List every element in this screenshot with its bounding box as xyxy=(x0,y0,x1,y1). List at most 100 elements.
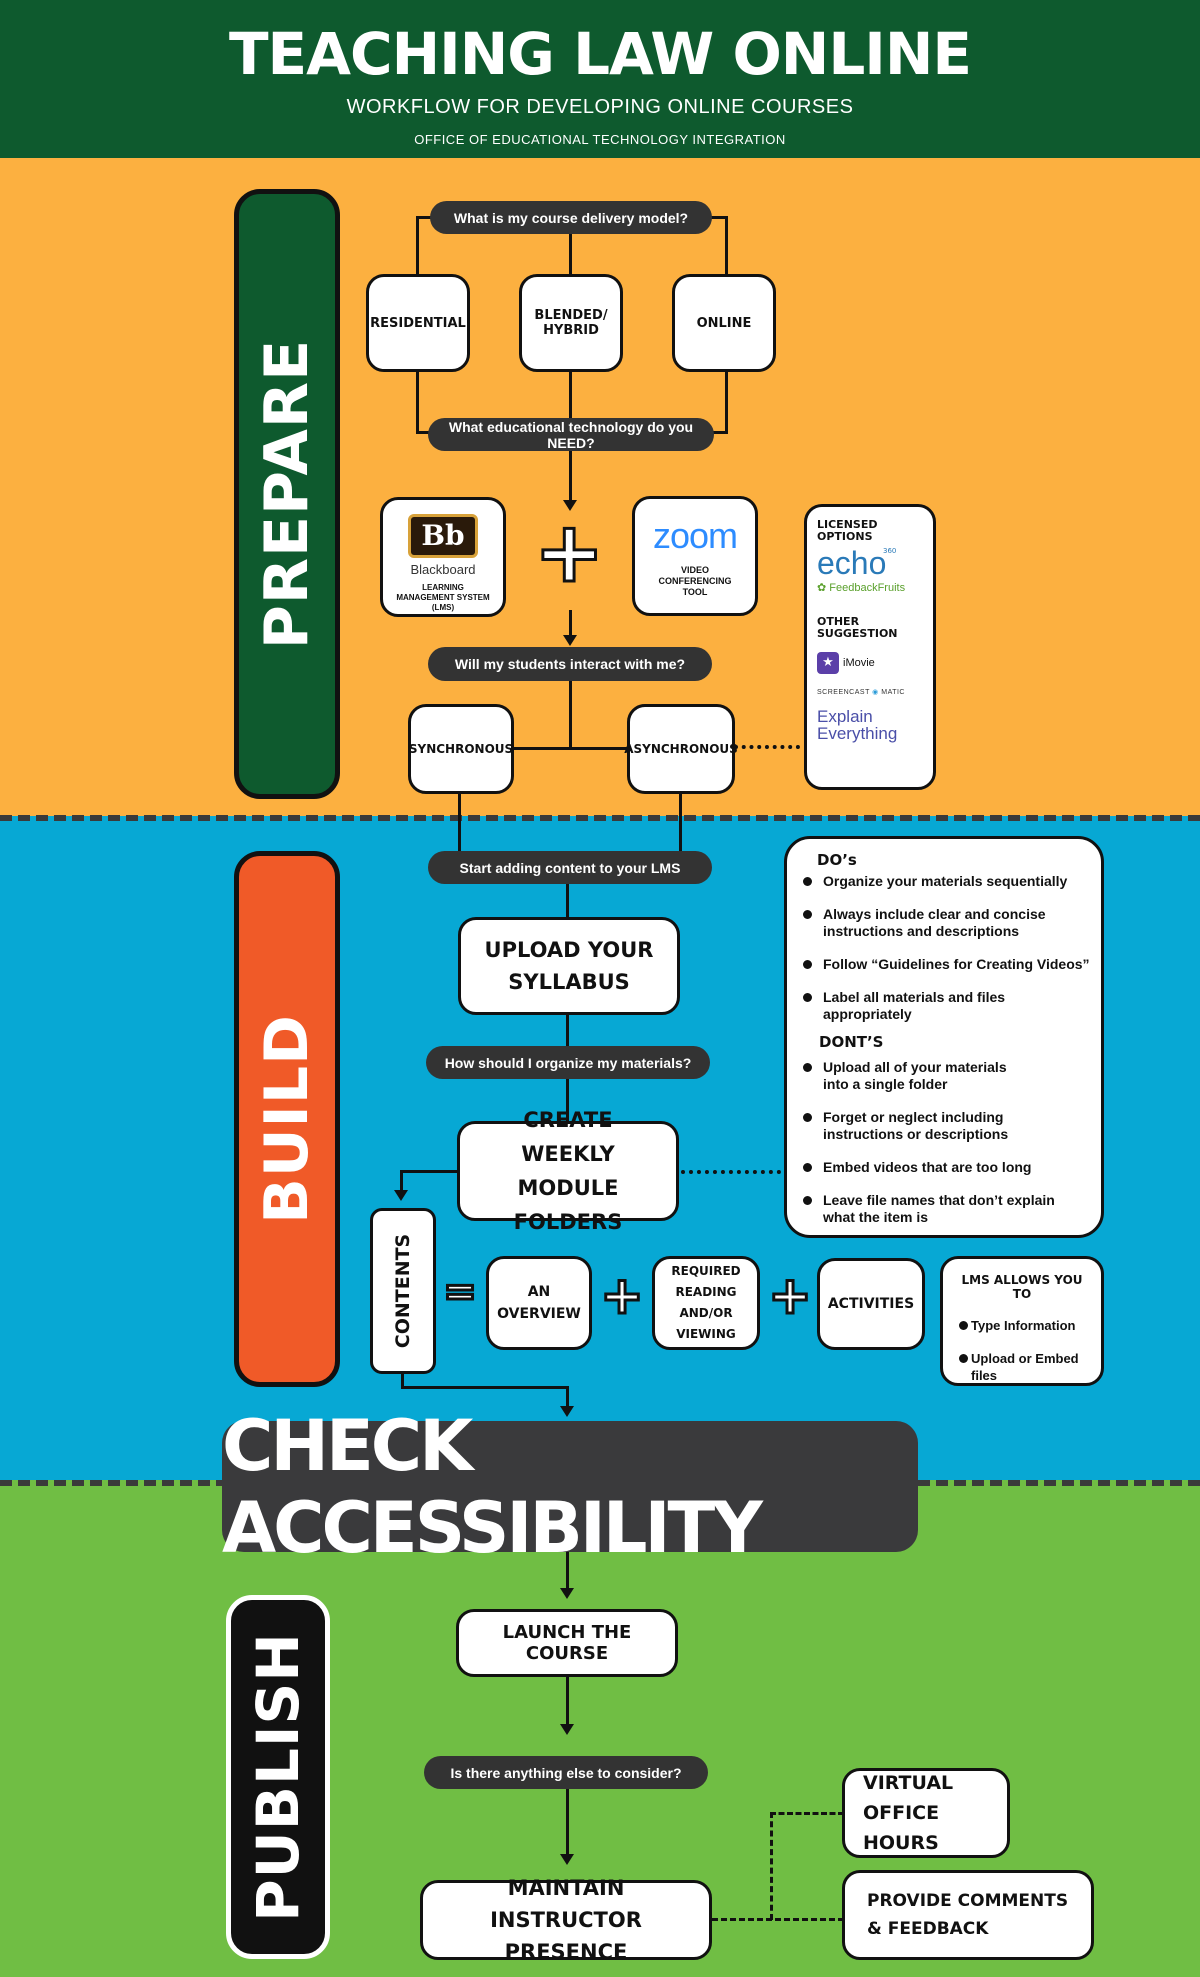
list-item: Forget or neglect including instructions… xyxy=(799,1109,1093,1143)
step-start-adding-content: Start adding content to your LMS xyxy=(428,851,712,884)
office-name: OFFICE OF EDUCATIONAL TECHNOLOGY INTEGRA… xyxy=(414,132,786,147)
dotted-connector xyxy=(681,1170,781,1174)
connector xyxy=(566,1015,569,1047)
list-item: Always include clear and concise instruc… xyxy=(799,906,1093,940)
phase-publish-label: PUBLISH xyxy=(226,1595,330,1959)
licensed-options-heading: LICENSED OPTIONS xyxy=(817,518,878,543)
connector xyxy=(416,372,419,434)
model-blended-hybrid: BLENDED/ HYBRID xyxy=(519,274,623,372)
blackboard-name: Blackboard xyxy=(410,562,476,577)
connector xyxy=(400,1170,403,1193)
step-upload-syllabus: UPLOAD YOUR SYLLABUS xyxy=(458,917,680,1015)
lms-allows-panel: LMS ALLOWS YOU TO Type Information Uploa… xyxy=(940,1256,1104,1386)
model-online: ONLINE xyxy=(672,274,776,372)
connector xyxy=(569,610,572,640)
dos-donts-panel: DO’s Organize your materials sequentiall… xyxy=(784,836,1104,1238)
interaction-synchronous: SYNCHRONOUS xyxy=(408,704,514,794)
step-create-weekly-module-folders: CREATE WEEKLY MODULE FOLDERS xyxy=(457,1108,679,1234)
donts-list: Upload all of your materials into a sing… xyxy=(799,1059,1093,1226)
page-title: TEACHING LAW ONLINE xyxy=(228,20,972,88)
arrow-down-icon xyxy=(394,1190,408,1201)
connector xyxy=(569,372,572,418)
connector xyxy=(569,232,572,276)
zoom-caption: VIDEO CONFERENCING TOOL xyxy=(658,564,732,597)
blackboard-caption: LEARNING MANAGEMENT SYSTEM (LMS) xyxy=(396,583,490,612)
plus-icon: + xyxy=(533,503,606,601)
connector xyxy=(679,794,682,852)
blackboard-card: Bb Blackboard LEARNING MANAGEMENT SYSTEM… xyxy=(380,497,506,617)
blackboard-logo-icon: Bb xyxy=(408,514,478,558)
header-band xyxy=(0,0,1200,158)
list-item: Follow “Guidelines for Creating Videos” xyxy=(799,956,1093,973)
step-launch-course: LAUNCH THE COURSE xyxy=(456,1609,678,1677)
list-item: Embed videos that are too long xyxy=(799,1159,1093,1176)
dashed-connector xyxy=(770,1812,844,1815)
dotted-connector xyxy=(734,745,800,749)
list-item: Label all materials and files appropriat… xyxy=(799,989,1093,1023)
connector xyxy=(725,372,728,434)
list-item: Upload all of your materials into a sing… xyxy=(799,1059,1093,1093)
arrow-down-icon xyxy=(563,635,577,646)
list-item: Organize your materials sequentially xyxy=(799,873,1093,890)
connector xyxy=(566,1677,569,1729)
lms-allows-heading: LMS ALLOWS YOU TO xyxy=(961,1273,1083,1301)
feedbackfruits-logo-icon: ✿ FeedbackFruits xyxy=(817,582,906,594)
zoom-card: zoom VIDEO CONFERENCING TOOL xyxy=(632,496,758,616)
connector xyxy=(458,794,461,852)
arrow-down-icon xyxy=(560,1406,574,1417)
connector xyxy=(566,1386,569,1410)
tools-panel: LICENSED OPTIONS echo 360 ✿ FeedbackFrui… xyxy=(804,504,936,790)
connector xyxy=(566,1079,569,1123)
connector xyxy=(401,1374,404,1388)
connector xyxy=(569,681,572,748)
page-subtitle: WORKFLOW FOR DEVELOPING ONLINE COURSES xyxy=(346,96,854,118)
explain-everything-logo-icon: Explain Everything xyxy=(817,707,898,743)
arrow-down-icon xyxy=(560,1854,574,1865)
zoom-logo-icon: zoom xyxy=(652,514,738,556)
step-maintain-instructor-presence: MAINTAIN INSTRUCTOR PRESENCE xyxy=(420,1876,712,1964)
arrow-down-icon xyxy=(563,500,577,511)
arrow-down-icon xyxy=(560,1588,574,1599)
question-student-interaction: Will my students interact with me? xyxy=(428,647,712,681)
arrow-down-icon xyxy=(560,1724,574,1735)
lms-allows-list: Type Information Upload or Embed files xyxy=(955,1317,1089,1384)
dashed-connector xyxy=(770,1812,773,1920)
question-organize-materials: How should I organize my materials? xyxy=(426,1046,710,1079)
connector xyxy=(566,1789,569,1859)
model-residential: RESIDENTIAL xyxy=(366,274,470,372)
list-item: Type Information xyxy=(955,1317,1089,1334)
question-anything-else: Is there anything else to consider? xyxy=(424,1756,708,1789)
dos-heading: DO’s xyxy=(817,851,857,869)
connector xyxy=(512,747,630,750)
option-provide-comments-feedback: PROVIDE COMMENTS & FEEDBACK xyxy=(842,1870,1094,1960)
content-activities: ACTIVITIES xyxy=(817,1258,925,1350)
screencast-o-matic-logo-icon: SCREENCAST ◉ MATIC xyxy=(817,689,905,696)
phase-build-label: BUILD xyxy=(234,851,340,1387)
phase-prepare-label: PREPARE xyxy=(234,189,340,799)
question-edtech-need: What educational technology do you NEED? xyxy=(428,418,714,451)
connector xyxy=(400,1170,458,1173)
connector xyxy=(569,451,572,504)
dashed-connector xyxy=(712,1918,844,1921)
contents-box: CONTENTS xyxy=(370,1208,436,1374)
connector xyxy=(725,216,728,276)
interaction-asynchronous: ASYNCHRONOUS xyxy=(624,704,738,794)
divider-prepare-build xyxy=(0,815,1200,821)
dos-list: Organize your materials sequentially Alw… xyxy=(799,873,1093,1023)
echo360-logo-icon: echo 360 xyxy=(817,545,897,581)
check-accessibility-banner: CHECK ACCESSIBILITY xyxy=(222,1405,918,1569)
plus-icon: + xyxy=(767,1266,814,1326)
prepare-band xyxy=(0,158,1200,816)
list-item: Upload or Embed files xyxy=(955,1350,1089,1384)
connector xyxy=(566,1552,569,1592)
content-overview: AN OVERVIEW xyxy=(486,1256,592,1350)
donts-heading: DONT’S xyxy=(819,1033,884,1051)
question-delivery-model: What is my course delivery model? xyxy=(430,201,712,234)
connector xyxy=(566,884,569,920)
option-virtual-office-hours: VIRTUAL OFFICE HOURS xyxy=(842,1768,1010,1858)
connector xyxy=(401,1386,569,1389)
imovie-logo-icon: ★ iMovie xyxy=(817,652,923,674)
content-required-reading: REQUIRED READING AND/OR VIEWING xyxy=(652,1256,760,1350)
equals-icon: = xyxy=(442,1269,479,1316)
connector xyxy=(416,216,419,276)
